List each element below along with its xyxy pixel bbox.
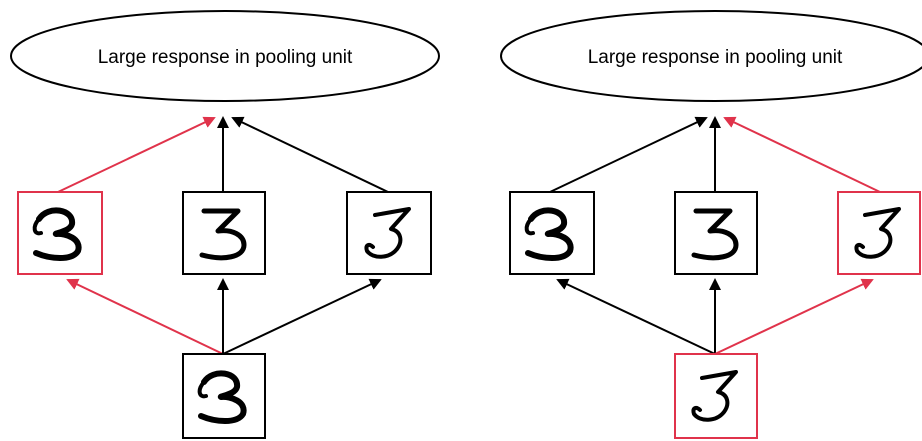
feature-detector-center <box>674 191 758 275</box>
panel-left: Large response in pooling unit <box>10 10 440 439</box>
digit-three-upright-image <box>199 208 247 261</box>
digit-three-rotated-right-image <box>364 207 411 259</box>
pooling-unit-label: Large response in pooling unit <box>588 47 843 68</box>
edge-input-to-detector-left <box>556 278 716 355</box>
edge-input-to-detector-left <box>66 278 224 355</box>
digit-three-rotated-right-image <box>691 370 738 422</box>
detector-box <box>837 191 921 275</box>
digit-three-rotated-left-image <box>524 207 574 261</box>
edge-detector-right-to-pool <box>723 116 881 193</box>
edge-detector-right-to-pool <box>231 116 389 193</box>
feature-detector-right <box>346 191 432 275</box>
pooling-unit-ellipse <box>10 10 440 102</box>
pooling-unit: Large response in pooling unit <box>10 10 440 102</box>
input-image <box>182 353 266 439</box>
digit-three-rotated-right-image <box>854 207 901 259</box>
digit-three-rotated-left-image <box>32 207 82 261</box>
pooling-unit: Large response in pooling unit <box>500 10 922 102</box>
pooling-unit-ellipse <box>500 10 922 102</box>
feature-detector-center <box>182 191 266 275</box>
feature-detector-left <box>509 191 595 275</box>
edge-input-to-detector-right <box>222 278 382 355</box>
edge-detector-left-to-pool <box>549 116 708 193</box>
panel-right: Large response in pooling unit <box>500 10 922 439</box>
detector-box <box>346 191 432 275</box>
input-box <box>674 353 758 439</box>
feature-detector-right <box>837 191 921 275</box>
digit-three-upright-image <box>691 208 739 261</box>
edge-detector-left-to-pool <box>57 116 216 193</box>
digit-three-rotated-left-image <box>197 370 247 424</box>
input-image <box>674 353 758 439</box>
pooling-unit-label: Large response in pooling unit <box>98 47 353 68</box>
feature-detector-left <box>17 191 103 275</box>
edge-input-to-detector-right <box>714 278 874 355</box>
input-box <box>182 353 266 439</box>
